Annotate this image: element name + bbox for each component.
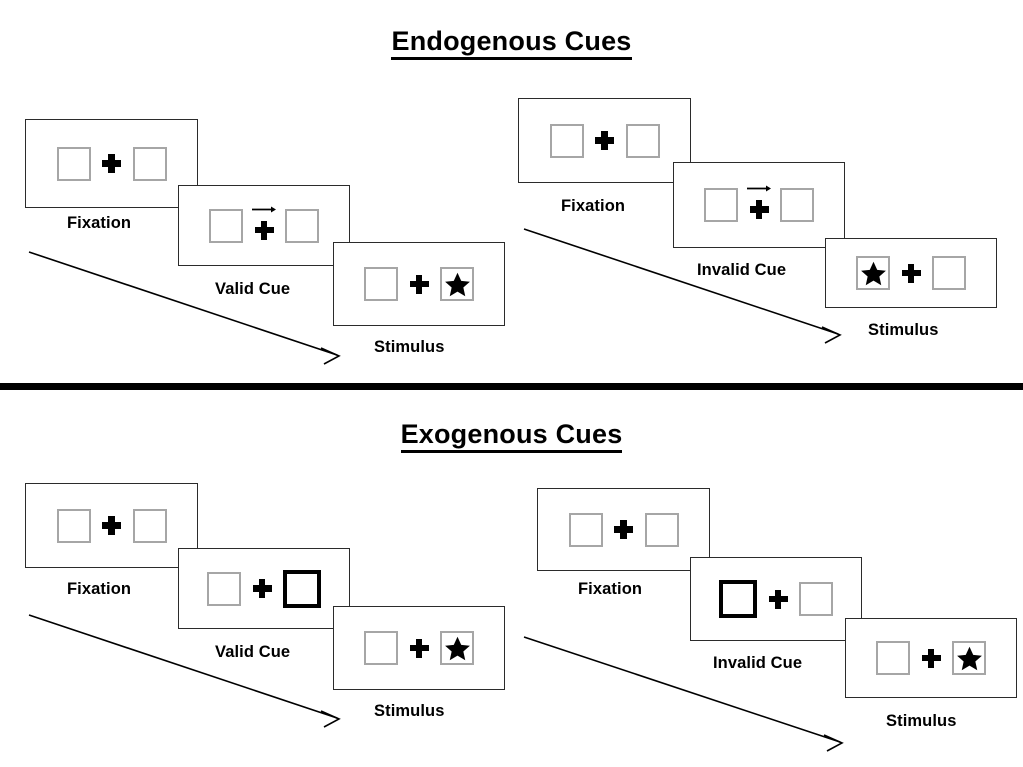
panel-endogenous-valid-cue [178, 185, 350, 266]
section-title-exogenous: Exogenous Cues [0, 419, 1023, 453]
right-square [132, 146, 167, 181]
cue-center [738, 183, 780, 227]
star-target-icon [444, 636, 470, 660]
fixation-cross-icon [595, 131, 614, 150]
panel-exogenous-valid-fixation [25, 483, 198, 568]
fixation-cross-icon [102, 154, 121, 173]
fixation-cross-icon [254, 220, 274, 240]
left-square-cued [719, 580, 757, 618]
caption-endogenous-valid-stimulus: Stimulus [374, 338, 445, 356]
fixation-cross-icon [768, 589, 788, 609]
fixation-cross-icon [409, 274, 429, 294]
right-square [285, 208, 319, 243]
arrow-right-cue-icon [251, 205, 277, 214]
right-square [932, 256, 966, 290]
right-square [780, 188, 814, 222]
right-square-cued [283, 569, 321, 608]
right-square-with-target [952, 641, 986, 675]
right-square-with-target [440, 267, 474, 301]
fixation-center [584, 119, 626, 163]
right-square [644, 512, 679, 547]
right-square-with-target [440, 631, 474, 665]
fixation-cross-icon [749, 200, 769, 219]
panel-exogenous-valid-cue [178, 548, 350, 629]
fixation-cross-icon [901, 263, 921, 283]
section-title-endogenous: Endogenous Cues [0, 26, 1023, 60]
panel-exogenous-valid-stimulus [333, 606, 505, 690]
panel-exogenous-invalid-fixation [537, 488, 710, 571]
caption-exogenous-invalid-fixation: Fixation [578, 580, 643, 598]
right-square [799, 582, 833, 616]
fixation-center [241, 567, 283, 611]
panel-endogenous-valid-stimulus [333, 242, 505, 326]
right-square [132, 508, 167, 543]
star-target-icon [956, 646, 982, 670]
fixation-center [910, 636, 952, 680]
fixation-center [91, 504, 133, 548]
timeline-arrow-exogenous-invalid [520, 630, 860, 760]
arrow-right-cue-icon [746, 184, 772, 193]
fixation-center [91, 142, 133, 186]
left-square [704, 188, 738, 222]
left-square-with-target [856, 256, 890, 290]
fixation-center [890, 251, 932, 295]
left-square [364, 631, 398, 665]
right-square [625, 123, 660, 158]
caption-exogenous-invalid-cue: Invalid Cue [713, 654, 803, 672]
fixation-center [603, 508, 645, 552]
left-square [364, 267, 398, 301]
left-square [549, 123, 584, 158]
left-square [876, 641, 910, 675]
caption-exogenous-invalid-stimulus: Stimulus [886, 712, 957, 730]
caption-exogenous-valid-cue: Valid Cue [215, 643, 291, 661]
panel-endogenous-invalid-fixation [518, 98, 691, 183]
cue-center [243, 204, 285, 248]
fixation-cross-icon [921, 648, 941, 668]
fixation-center [757, 577, 799, 621]
fixation-cross-icon [102, 516, 121, 535]
caption-exogenous-valid-stimulus: Stimulus [374, 702, 445, 720]
caption-endogenous-invalid-stimulus: Stimulus [868, 321, 939, 339]
fixation-cross-icon [252, 579, 272, 598]
fixation-center [398, 262, 440, 306]
fixation-cross-icon [614, 520, 633, 539]
star-target-icon [444, 272, 470, 296]
caption-endogenous-valid-cue: Valid Cue [215, 280, 291, 298]
caption-exogenous-valid-fixation: Fixation [67, 580, 132, 598]
left-square [56, 146, 91, 181]
caption-endogenous-valid-fixation: Fixation [67, 214, 132, 232]
panel-endogenous-valid-fixation [25, 119, 198, 208]
panel-endogenous-invalid-cue [673, 162, 845, 248]
fixation-cross-icon [409, 638, 429, 658]
fixation-center [398, 626, 440, 670]
panel-exogenous-invalid-cue [690, 557, 862, 641]
caption-endogenous-invalid-fixation: Fixation [561, 197, 626, 215]
star-target-icon [860, 261, 886, 285]
left-square [568, 512, 603, 547]
caption-endogenous-invalid-cue: Invalid Cue [697, 261, 787, 279]
left-square [207, 571, 241, 606]
left-square [56, 508, 91, 543]
section-title-exogenous-text: Exogenous Cues [400, 419, 623, 453]
left-square [209, 208, 243, 243]
panel-endogenous-invalid-stimulus [825, 238, 997, 308]
panel-exogenous-invalid-stimulus [845, 618, 1017, 698]
section-divider [0, 383, 1023, 390]
section-title-endogenous-text: Endogenous Cues [391, 26, 632, 60]
